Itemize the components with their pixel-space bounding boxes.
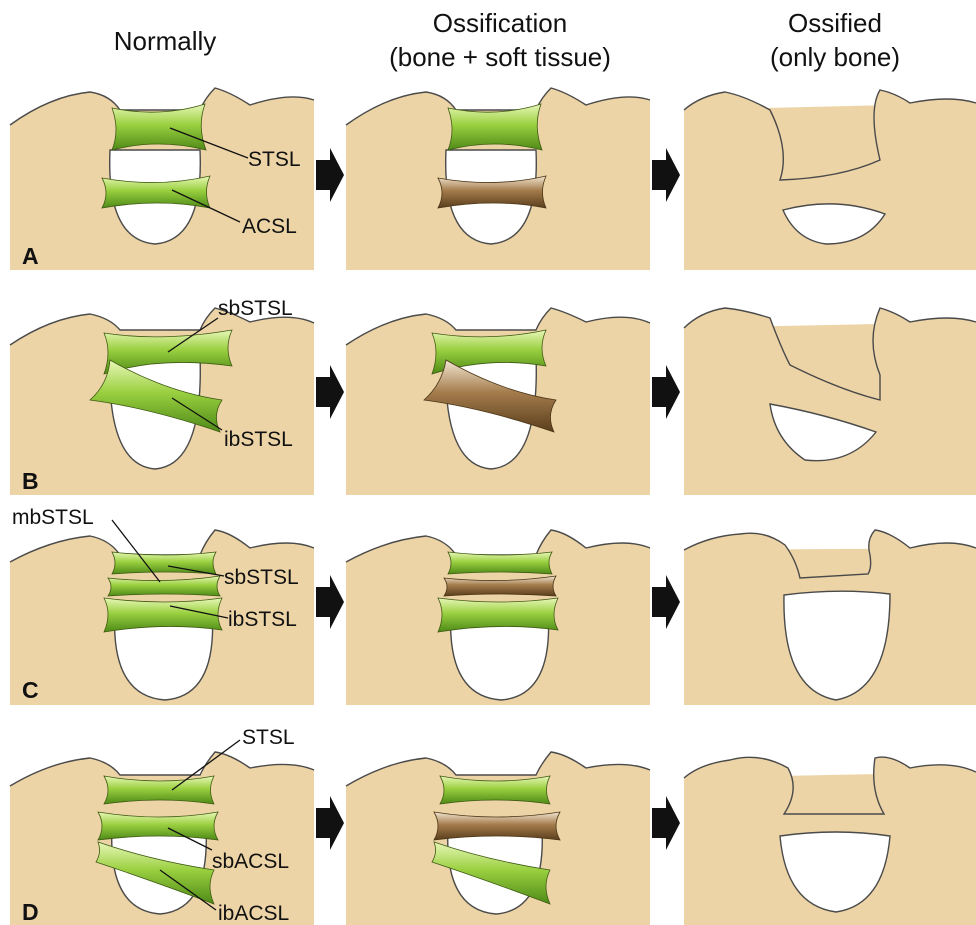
arrow-a1 [316,148,344,202]
row-letter-a: A [22,243,39,269]
label-sbstsl: sbSTSL [224,566,299,589]
arrow-b1 [316,365,344,419]
ligament-ibstsl [438,598,558,632]
ligament-ibstsl [104,598,222,632]
panel-c-normally: mbSTSL sbSTSL ibSTSL C [10,505,314,705]
arrow-d1 [316,796,344,850]
ligament-mbstsl [448,552,552,574]
row-a: STSL ACSL A [10,80,976,270]
label-sbacsl: sbACSL [212,850,289,873]
row-letter-b: B [22,468,39,494]
panel-d-ossification [346,715,650,925]
panel-c-ossified [684,505,976,705]
arrow-c1 [316,575,344,629]
row-letter-d: D [22,899,39,925]
label-ibstsl: ibSTSL [228,608,297,631]
label-acsl: ACSL [242,215,297,238]
label-stsl: STSL [248,148,301,171]
ligament-mbstsl [112,552,216,574]
label-mbstsl: mbSTSL [12,506,94,529]
column-header-normally: Normally [114,26,217,56]
panel-b-ossification [346,300,650,495]
panel-a-ossified [684,80,976,270]
panel-d-ossified [684,715,976,925]
column-header-ossification-line2: (bone + soft tissue) [389,42,611,72]
panel-a-normally: STSL ACSL A [10,80,314,270]
arrow-c2 [652,575,680,629]
arrow-b2 [652,365,680,419]
row-b: sbSTSL ibSTSL B [10,297,976,495]
label-sbstsl: sbSTSL [218,297,293,320]
panel-b-normally: sbSTSL ibSTSL B [10,297,314,495]
column-header-ossified-line1: Ossified [788,8,882,38]
column-header-ossification-line1: Ossification [433,8,567,38]
row-letter-c: C [22,677,39,703]
row-d: STSL sbACSL ibACSL D [10,715,976,925]
panel-d-normally: STSL sbACSL ibACSL D [10,715,314,925]
panel-c-ossification [346,505,650,705]
arrow-a2 [652,148,680,202]
panel-a-ossification [346,80,650,270]
arrow-d2 [652,796,680,850]
label-ibstsl: ibSTSL [224,428,293,451]
column-header-ossified-line2: (only bone) [770,42,900,72]
panel-b-ossified [684,300,976,495]
label-stsl: STSL [242,726,295,749]
label-ibacsl: ibACSL [218,902,289,925]
row-c: mbSTSL sbSTSL ibSTSL C [10,505,976,705]
